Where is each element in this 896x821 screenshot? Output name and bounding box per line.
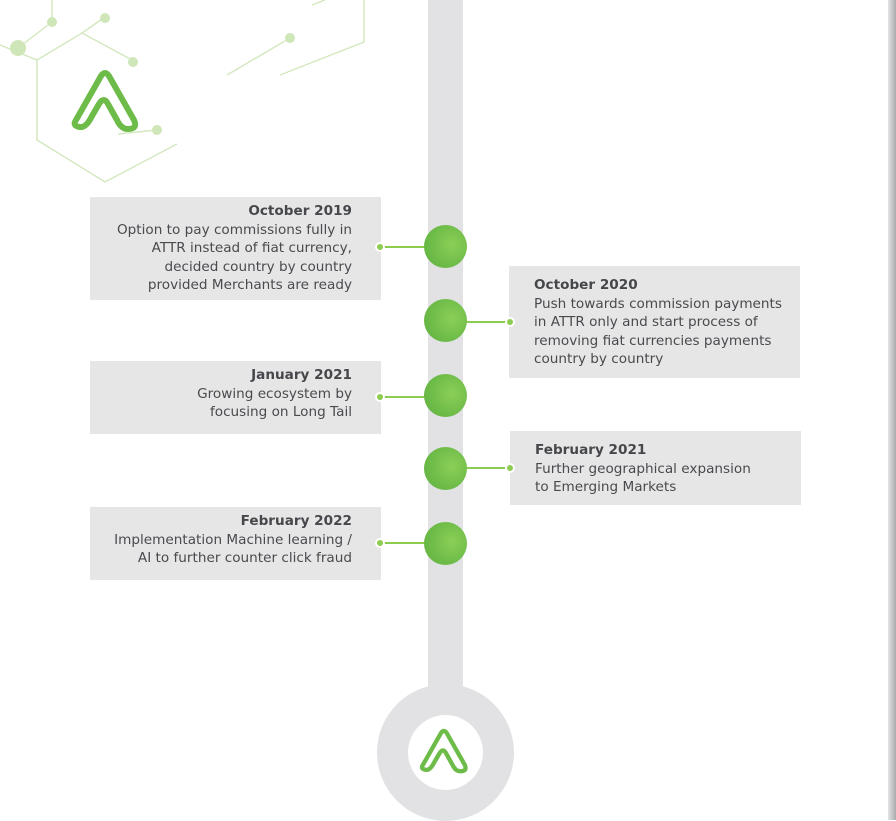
attrace-logo-icon <box>71 70 139 132</box>
timeline-card-october-2020: October 2020 Push towards commission pay… <box>509 266 800 378</box>
timeline-connector <box>381 246 425 248</box>
timeline-card-february-2022: February 2022 Implementation Machine lea… <box>90 507 381 580</box>
timeline-connector <box>466 467 510 469</box>
timeline-text: Implementation Machine learning / AI to … <box>114 531 352 567</box>
timeline-connector-dot <box>375 538 385 548</box>
timeline-node <box>424 299 467 342</box>
timeline-node <box>424 374 467 417</box>
timeline-card-january-2021: January 2021 Growing ecosystem by focusi… <box>90 361 381 434</box>
timeline-node <box>424 522 467 565</box>
timeline-text: Growing ecosystem by focusing on Long Ta… <box>197 385 352 421</box>
timeline-connector <box>381 396 425 398</box>
timeline-text: Push towards commission payments in ATTR… <box>534 295 782 368</box>
timeline-node <box>424 447 467 490</box>
timeline-connector <box>466 321 510 323</box>
timeline-connector <box>381 542 425 544</box>
timeline-text: Option to pay commissions fully in ATTR … <box>116 221 352 294</box>
timeline-date: January 2021 <box>251 367 352 383</box>
timeline-date: October 2019 <box>248 203 352 219</box>
timeline-node <box>424 225 467 268</box>
timeline-connector-dot <box>375 392 385 402</box>
network-decoration <box>0 0 365 183</box>
timeline-text: Further geographical expansion to Emergi… <box>535 460 751 496</box>
timeline-date: February 2021 <box>535 442 647 458</box>
timeline-connector-dot <box>505 463 515 473</box>
timeline-date: October 2020 <box>534 277 638 293</box>
page-edge-shadow <box>888 0 896 820</box>
attrace-logo-icon <box>419 728 468 774</box>
timeline-connector-dot <box>505 317 515 327</box>
timeline-card-october-2019: October 2019 Option to pay commissions f… <box>90 197 381 300</box>
timeline-card-february-2021: February 2021 Further geographical expan… <box>510 431 801 505</box>
timeline-connector-dot <box>375 242 385 252</box>
timeline-spine <box>428 0 463 700</box>
timeline-date: February 2022 <box>240 513 352 529</box>
